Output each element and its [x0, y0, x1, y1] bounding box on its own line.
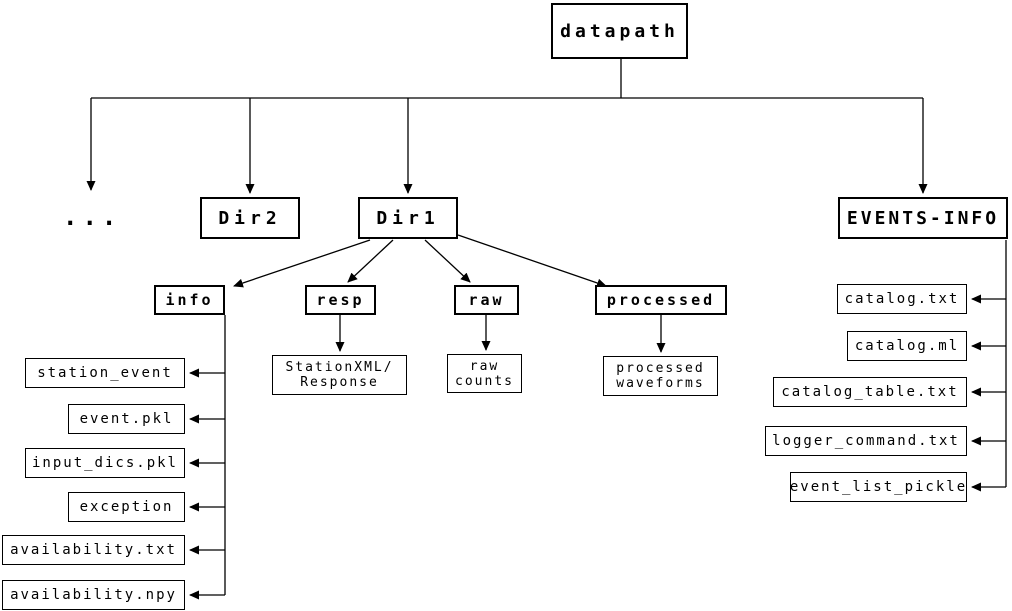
- events-info-files-connectors: [971, 240, 1007, 492]
- node-dir2: Dir2: [200, 197, 300, 239]
- file-event-pkl: event.pkl: [68, 404, 185, 434]
- node-raw: raw: [454, 285, 519, 315]
- node-raw-counts: raw counts: [447, 354, 522, 393]
- file-availability-npy: availability.npy: [2, 580, 185, 610]
- stationxml-line1: StationXML/: [285, 360, 394, 375]
- file-logger-command-txt: logger_command.txt: [765, 426, 967, 456]
- file-catalog-ml: catalog.ml: [847, 331, 967, 361]
- file-exception: exception: [68, 492, 185, 522]
- file-input-dics-pkl: input_dics.pkl: [25, 448, 185, 478]
- stationxml-line2: Response: [300, 375, 379, 390]
- node-dir1: Dir1: [358, 197, 458, 239]
- processed-waveforms-line1: processed: [616, 361, 705, 376]
- file-catalog-table-txt: catalog_table.txt: [773, 377, 967, 407]
- file-station-event: station_event: [25, 358, 185, 388]
- file-catalog-txt: catalog.txt: [837, 284, 967, 314]
- dir1-children-connectors: [233, 234, 666, 353]
- node-processed-waveforms: processed waveforms: [603, 356, 718, 396]
- ellipsis-more-dirs: ...: [63, 203, 122, 231]
- node-datapath: datapath: [551, 3, 688, 59]
- node-resp: resp: [305, 285, 376, 315]
- file-event-list-pickle: event_list_pickle: [790, 472, 967, 502]
- file-availability-txt: availability.txt: [2, 535, 185, 565]
- root-to-branches-connectors: [86, 59, 928, 194]
- node-info: info: [154, 285, 225, 315]
- node-processed: processed: [595, 285, 727, 315]
- raw-counts-line2: counts: [455, 373, 514, 389]
- info-files-connectors: [189, 315, 226, 600]
- node-stationxml-response: StationXML/ Response: [272, 355, 407, 395]
- node-events-info: EVENTS-INFO: [838, 197, 1008, 239]
- raw-counts-line1: raw: [469, 358, 500, 374]
- processed-waveforms-line2: waveforms: [616, 376, 705, 391]
